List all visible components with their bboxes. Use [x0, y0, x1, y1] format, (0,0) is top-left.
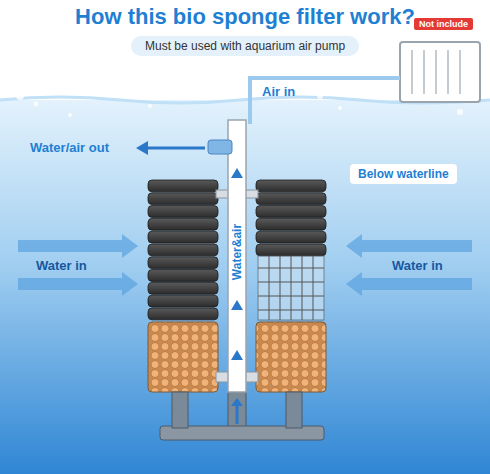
box-text: Not include	[419, 19, 468, 29]
box-text: Must be used with aquarium air pump	[145, 39, 345, 53]
box-text: Below waterline	[358, 167, 449, 181]
tube-label: Water&air	[230, 224, 244, 280]
note-box: Below waterline	[350, 164, 457, 184]
flow-label: Water in	[392, 258, 443, 273]
flow-label: Water in	[36, 258, 87, 273]
tag-box: Not include	[414, 18, 473, 30]
flow-label: Water/air out	[30, 140, 109, 155]
note-pill: Must be used with aquarium air pump	[131, 36, 359, 56]
flow-label: Air in	[262, 84, 295, 99]
